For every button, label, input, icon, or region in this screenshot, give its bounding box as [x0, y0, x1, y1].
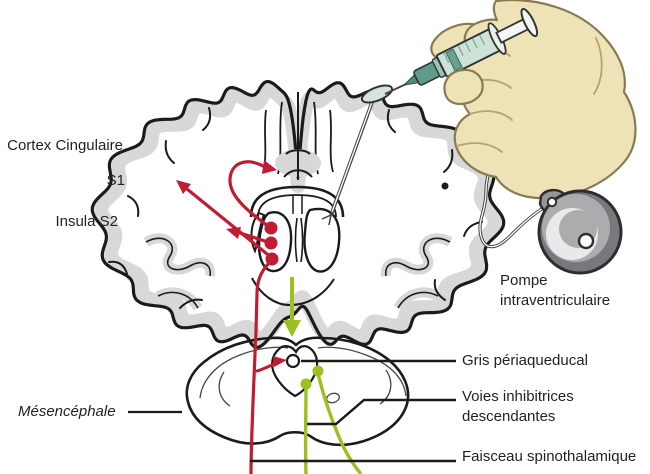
- label-gris-periaqueducal: Gris périaqueducal: [462, 352, 588, 369]
- fiber-bundle-ellipse: [325, 392, 341, 404]
- periaqueductal-gray-region: [271, 345, 319, 398]
- cerebral-aqueduct: [285, 353, 301, 369]
- insular-cortex-folds: [143, 233, 453, 311]
- midbrain-outline: [185, 336, 410, 447]
- intraventricular-catheter: [321, 84, 394, 226]
- pag-branch-arrowhead: [273, 356, 287, 367]
- corpus-callosum-inner: [257, 194, 337, 218]
- thalamic-relay-dot-1: [264, 221, 278, 235]
- s1-arrow-line: [185, 187, 274, 260]
- callout-lines: [128, 359, 456, 463]
- label-pompe-line2: intraventriculaire: [500, 292, 611, 309]
- plunger-thumb-disc: [520, 7, 539, 38]
- label-faisceau-spinothalamique: Faisceau spinothalamique: [462, 448, 637, 465]
- intraventricular-pump: [537, 188, 623, 275]
- inhibitory-fiber-2: [316, 372, 363, 474]
- label-s1: S1: [106, 172, 125, 189]
- label-mesencephale: Mésencéphale: [18, 403, 116, 420]
- corpus-callosum: [249, 185, 345, 218]
- midbrain-section: [185, 336, 410, 447]
- label-voies-line2: descendantes: [462, 408, 556, 425]
- catheter-tip-barbs: [321, 214, 332, 226]
- thalamic-relay-dot-2: [264, 236, 278, 250]
- inhibitory-neuron-dot-2: [312, 365, 324, 377]
- callout-voies-inhibitrices: [307, 398, 456, 426]
- label-insula-s2: Insula S2: [55, 213, 118, 230]
- brain-fill: [92, 81, 504, 348]
- plunger-seal: [445, 48, 463, 72]
- cortex-dot: [441, 182, 449, 190]
- right-lateral-ventricle: [303, 207, 341, 273]
- s1-arrowhead: [176, 180, 191, 194]
- inhibitory-neuron-dot-1: [300, 378, 312, 390]
- scalp-port-disc: [360, 84, 394, 104]
- syringe: [384, 7, 539, 106]
- cingulate-arrow-curve: [228, 160, 274, 231]
- label-pompe-line1: Pompe: [500, 272, 548, 289]
- septum: [292, 196, 303, 214]
- cingulate-gyrus: [275, 149, 321, 178]
- cingulate-arrowhead: [262, 160, 277, 174]
- label-pompe: Pompe intraventriculaire: [500, 271, 610, 311]
- pump-inlet-hole: [546, 196, 558, 208]
- insula-arrowhead: [226, 227, 241, 239]
- descending-green-pathway: [283, 277, 363, 474]
- brain-coronal-section: [90, 80, 506, 349]
- spinothalamic-red-pathway: [176, 160, 287, 474]
- thalamus: [257, 211, 293, 273]
- pump-center-port: [577, 232, 595, 250]
- descending-arrowhead: [283, 320, 301, 337]
- spinothalamic-tract-line: [249, 260, 272, 474]
- hand-back: [453, 0, 637, 200]
- midbrain-inner-lines: [199, 346, 407, 407]
- sulci-lines: [108, 107, 483, 309]
- thalamic-relay-dot-3: [265, 252, 279, 266]
- third-ventricle: [294, 217, 304, 263]
- label-cortex-cingulaire: Cortex Cingulaire: [7, 137, 123, 154]
- syringe-needle: [384, 83, 407, 95]
- label-voies-line1: Voies inhibitrices: [462, 388, 574, 405]
- fingertip-over-barrel: [443, 68, 484, 106]
- label-voies-inhibitrices: Voies inhibitrices descendantes: [462, 387, 574, 427]
